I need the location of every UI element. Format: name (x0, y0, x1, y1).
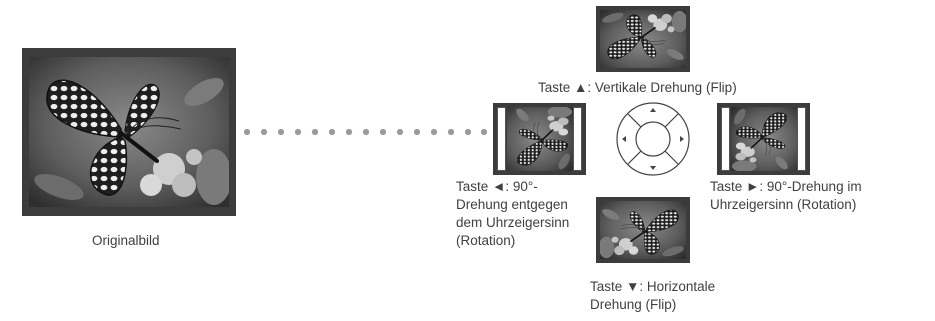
dotted-connector (243, 128, 488, 136)
caption-down: Taste ▼: Horizontale Drehung (Flip) (590, 278, 715, 314)
caption-left-line1: Taste ◄: 90°- (456, 179, 538, 194)
letterbox-bar-right (573, 107, 582, 171)
butterfly-photo (600, 10, 686, 68)
butterfly-photo (600, 201, 686, 259)
original-caption: Originalbild (92, 233, 160, 248)
dpad-down-arrow-icon (650, 166, 656, 170)
caption-left: Taste ◄: 90°- Drehung entgegen dem Uhrze… (456, 178, 569, 250)
letterbox-bar-right (797, 107, 806, 171)
directional-pad-icon (616, 102, 690, 176)
dpad-up-arrow-icon (650, 108, 656, 112)
thumb-vertical-flip (596, 6, 690, 72)
caption-left-line2: Drehung entgegen (456, 197, 568, 212)
letterbox-bar-left (497, 107, 506, 171)
thumb-rotate-cw (717, 103, 810, 175)
caption-right-line2: Uhrzeigersinn (Rotation) (710, 197, 857, 212)
caption-left-line3: dem Uhrzeigersinn (456, 215, 570, 230)
dpad-left-arrow-icon (622, 136, 626, 142)
original-image-frame (22, 48, 236, 216)
caption-down-line2: Drehung (Flip) (590, 297, 677, 312)
caption-up: Taste ▲: Vertikale Drehung (Flip) (538, 80, 737, 95)
caption-down-line1: Taste ▼: Horizontale (590, 279, 716, 294)
caption-right: Taste ►: 90°-Drehung im Uhrzeigersinn (R… (710, 178, 862, 214)
dpad-right-arrow-icon (680, 136, 684, 142)
butterfly-photo (731, 107, 797, 171)
butterfly-photo (507, 107, 573, 171)
letterbox-bar-left (721, 107, 730, 171)
thumb-rotate-ccw (493, 103, 586, 175)
thumb-horizontal-flip (596, 197, 690, 263)
caption-right-line1: Taste ►: 90°-Drehung im (710, 179, 862, 194)
caption-left-line4: (Rotation) (456, 233, 516, 248)
butterfly-photo (29, 57, 229, 207)
